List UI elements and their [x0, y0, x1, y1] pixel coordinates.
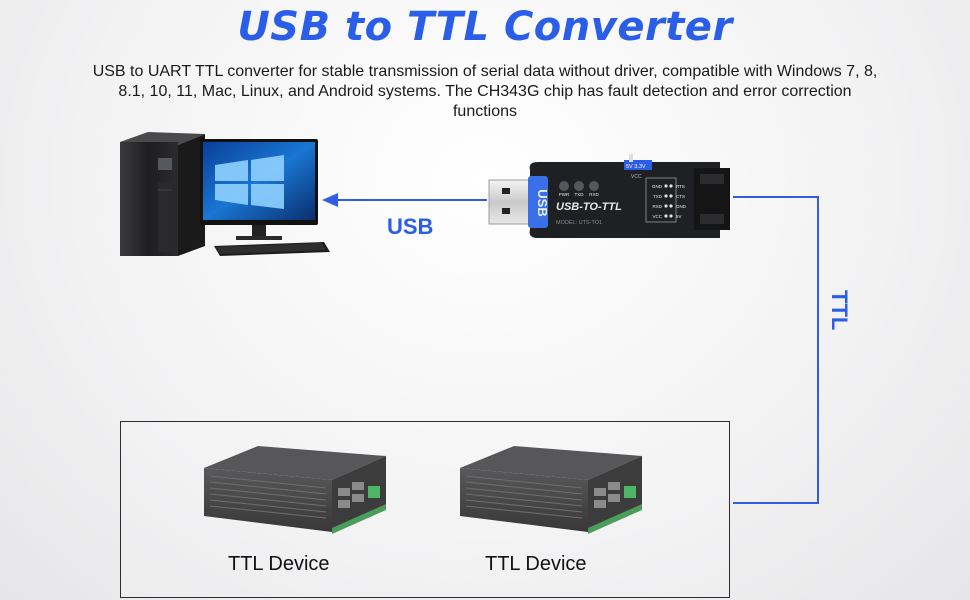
ttl-connection-line [733, 196, 819, 504]
converter-name-text: USB-TO-TTL [556, 201, 622, 213]
led-pwr-label: PWR [559, 192, 570, 197]
ttl-device-icon [204, 446, 386, 534]
converter-vcc-text: VCC [631, 174, 642, 180]
led-rxd-label: RXD [589, 192, 599, 197]
pin-left-label: GND [652, 184, 663, 189]
pin-right-label: CTS [676, 194, 685, 199]
pc-tower-icon [120, 132, 205, 256]
usb-ttl-converter-icon [528, 154, 730, 238]
ttl-device-label: TTL Device [228, 553, 330, 575]
ttl-device-label: TTL Device [485, 553, 587, 575]
converter-model-text: MODEL: UTS-TO1 [556, 220, 602, 226]
pin-left-label: RXD [652, 204, 662, 209]
pin-left-label: TXD [653, 194, 663, 199]
page-title: USB to TTL Converter [237, 4, 733, 50]
pin-right-label: RTS [676, 184, 685, 189]
led-txd-label: TXD [575, 192, 585, 197]
monitor-icon [200, 139, 330, 256]
ttl-devices-box [120, 421, 730, 598]
pin-right-label: 5V [676, 214, 682, 219]
pin-left-label: VCC [652, 214, 662, 219]
ttl-device-icon [460, 446, 642, 534]
description-text: USB to UART TTL converter for stable tra… [92, 63, 878, 120]
converter-usb-text: USB [535, 189, 550, 216]
pin-right-label: GND [676, 204, 687, 209]
converter-voltage-text: 5V 3.3V [626, 164, 646, 170]
usb-plug-icon [488, 179, 532, 225]
usb-label: USB [387, 214, 434, 239]
ttl-label: TTL [827, 290, 852, 331]
arrow-head-icon [322, 193, 338, 207]
